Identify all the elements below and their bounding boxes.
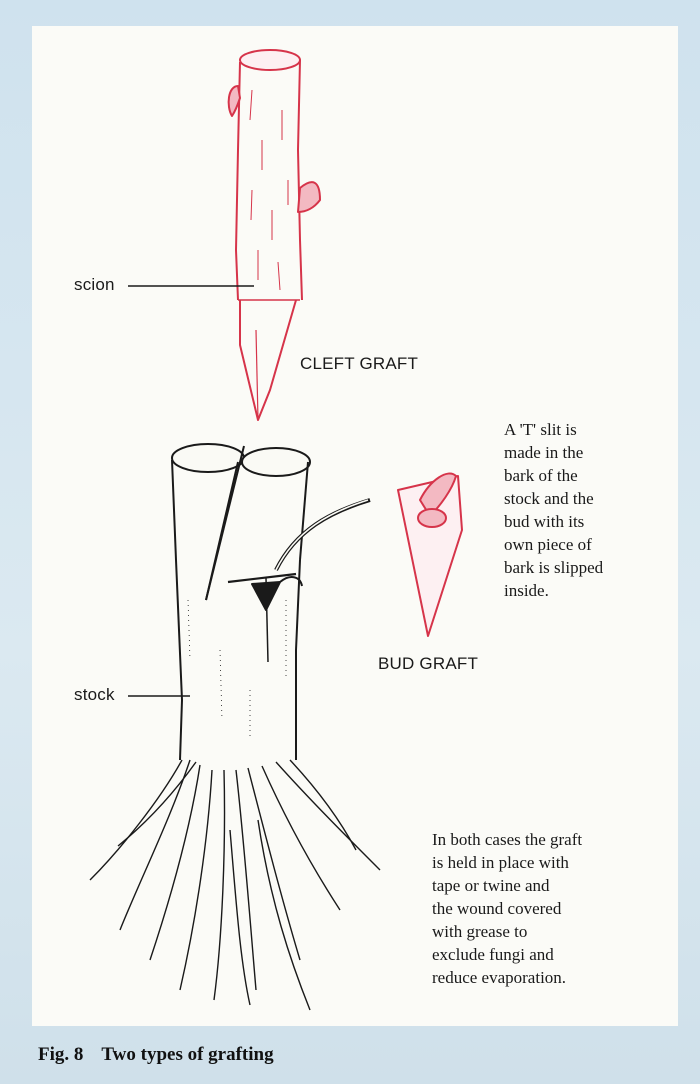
cleft-graft-label: CLEFT GRAFT [300, 354, 418, 374]
stock-roots [90, 760, 380, 1010]
bud-shield [398, 473, 462, 636]
figure-number: Fig. 8 [38, 1044, 83, 1065]
binding-note: In both cases the graft is held in place… [432, 828, 672, 989]
figure-title: Two types of grafting [101, 1044, 273, 1065]
stock-label: stock [74, 685, 115, 705]
stock-trunk [172, 444, 370, 760]
figure-caption: Fig. 8 Two types of grafting [38, 1044, 274, 1066]
bud-graft-label: BUD GRAFT [378, 654, 478, 674]
scion-label: scion [74, 275, 115, 295]
bud-graft-note: A 'T' slit is made in the bark of the st… [504, 418, 684, 602]
